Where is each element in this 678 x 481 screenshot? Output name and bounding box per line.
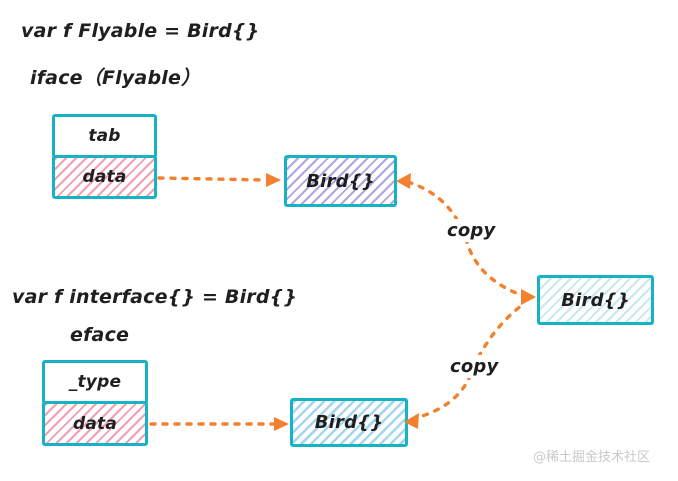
watermark: @稀土掘金技术社区 [533, 450, 651, 465]
iface-data-label: data [82, 167, 127, 187]
iface-section-label: iface（Flyable） [30, 67, 201, 89]
iface-code-line: var f Flyable = Bird{} [21, 20, 260, 42]
source-bird-label: Bird{} [561, 289, 630, 311]
iface-struct-tab-cell: tab [52, 114, 157, 158]
iface-struct-data-cell: data [52, 155, 157, 199]
eface-code-line: var f interface{} = Bird{} [12, 286, 298, 308]
copy-label-bottom: copy [447, 355, 502, 378]
eface-struct-type-cell: _type [42, 360, 148, 404]
iface-heap-bird-label: Bird{} [306, 170, 375, 192]
eface-heap-bird-box: Bird{} [290, 398, 408, 447]
eface-data-label: data [72, 413, 118, 434]
eface-heap-bird-label: Bird{} [314, 412, 384, 433]
eface-section-label: eface [70, 324, 130, 346]
iface-heap-bird-box: Bird{} [284, 155, 397, 207]
copy-label-top: copy [444, 219, 499, 242]
arrowhead-eface-heap [274, 417, 289, 431]
eface-struct-data-cell: data [42, 401, 148, 446]
arrowhead-iface-heap [266, 173, 281, 187]
eface-type-label: _type [68, 372, 122, 392]
arrow-iface-data-to-heap [157, 176, 267, 182]
arrowhead-source-box [521, 289, 536, 305]
iface-tab-label: tab [88, 126, 121, 146]
arrowhead-copy-top-left [396, 173, 411, 189]
source-bird-box: Bird{} [537, 275, 654, 325]
